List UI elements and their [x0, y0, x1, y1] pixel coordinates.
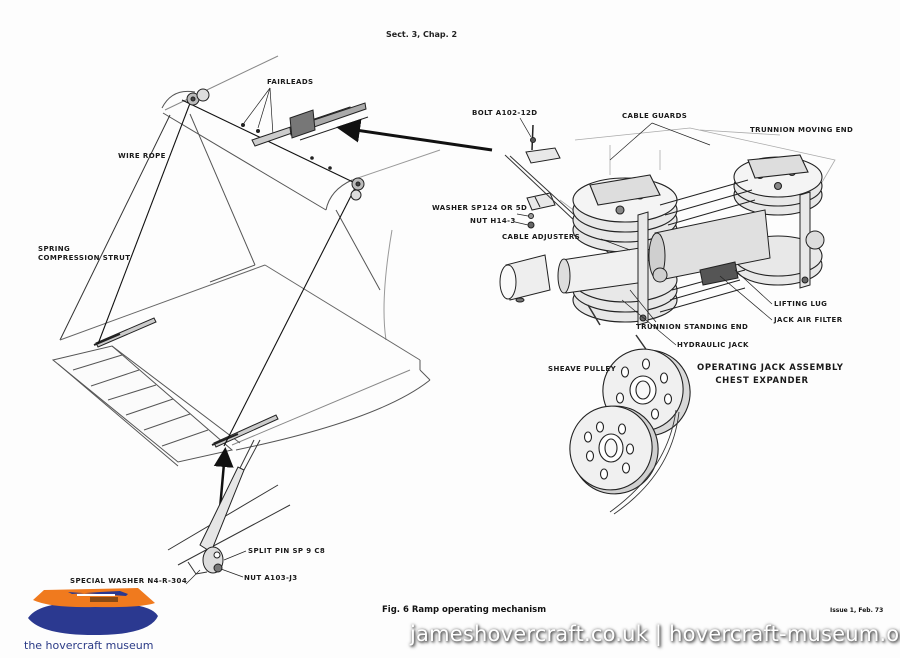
logo-deck-block: [90, 597, 118, 602]
label-split-pin: SPLIT PIN SP 9 C8: [248, 547, 326, 555]
washer-block: [526, 192, 556, 211]
label-spring-strut-line1: SPRING: [38, 245, 71, 253]
upper-pulley-left: [186, 88, 210, 106]
label-special-washer: SPECIAL WASHER N4-R-304: [70, 577, 188, 585]
label-fairleads: FAIRLEADS: [267, 78, 314, 86]
lifting-lug: [652, 230, 825, 286]
label-nut-a103: NUT A103-J3: [244, 574, 298, 582]
label-wire-rope: WIRE ROPE: [118, 152, 166, 160]
label-assembly-line1: OPERATING JACK ASSEMBLY: [697, 363, 844, 373]
label-nut-h14: NUT H14-3: [470, 217, 516, 225]
label-hydraulic-jack: HYDRAULIC JACK: [677, 341, 749, 349]
spring-compression-strut-upper: [93, 317, 157, 348]
issue-date: Issue 1, Feb. 73: [830, 607, 884, 614]
label-trunnion-standing-end: TRUNNION STANDING END: [636, 323, 749, 331]
upper-pulley-right: [350, 177, 365, 201]
tie-bars: [637, 191, 811, 326]
bow-structure: [59, 55, 441, 451]
label-cable-guards: CABLE GUARDS: [622, 112, 688, 120]
watermark-text: jameshovercraft.co.uk | hovercraft-museu…: [410, 622, 900, 646]
sheave-stack-standing-end: [572, 174, 678, 323]
bolt-leader: [519, 117, 532, 138]
right-leaders: [600, 238, 773, 383]
label-spring-strut-line2: COMPRESSION STRUT: [38, 254, 131, 262]
pulley-cable: [609, 409, 680, 515]
washer-nut: [527, 213, 535, 229]
logo-skirt: [28, 602, 158, 636]
hydraulic-jack-cylinder: [557, 209, 771, 294]
label-trunnion-moving-end: TRUNNION MOVING END: [750, 126, 854, 134]
cable-guards-leaders: [609, 122, 711, 161]
reference-arrow: [336, 118, 493, 152]
label-sheave-pulley: SHEAVE PULLEY: [548, 365, 617, 373]
label-cable-adjusters: CABLE ADJUSTERS: [502, 233, 581, 241]
spring-compression-strut-lower: [211, 414, 279, 448]
label-lifting-lug: LIFTING LUG: [774, 300, 828, 308]
hovercraft-museum-logo: [28, 588, 158, 636]
strut-end-detail: [167, 439, 291, 575]
washer-leaders: [514, 213, 529, 226]
logo-text: the hovercraft museum: [24, 639, 154, 652]
fairleads-leaders: [243, 87, 274, 136]
deck-jack-small: [251, 102, 369, 147]
ramp-panel: [51, 345, 241, 467]
section-chapter-header: Sect. 3, Chap. 2: [386, 30, 458, 39]
label-jack-air-filter: JACK AIR FILTER: [774, 316, 843, 324]
logo-window-band: [77, 594, 115, 596]
bolt-a102: [525, 124, 561, 164]
figure-caption: Fig. 6 Ramp operating mechanism: [382, 605, 547, 615]
label-washer: WASHER SP124 OR 5D: [432, 204, 528, 212]
bottom-left-leaders: [185, 550, 247, 585]
jack-air-filter: [499, 254, 551, 303]
label-bolt: BOLT A102-12D: [472, 109, 538, 117]
sheave-pulley-front: [569, 405, 659, 495]
label-assembly-line2: CHEST EXPANDER: [715, 376, 809, 386]
